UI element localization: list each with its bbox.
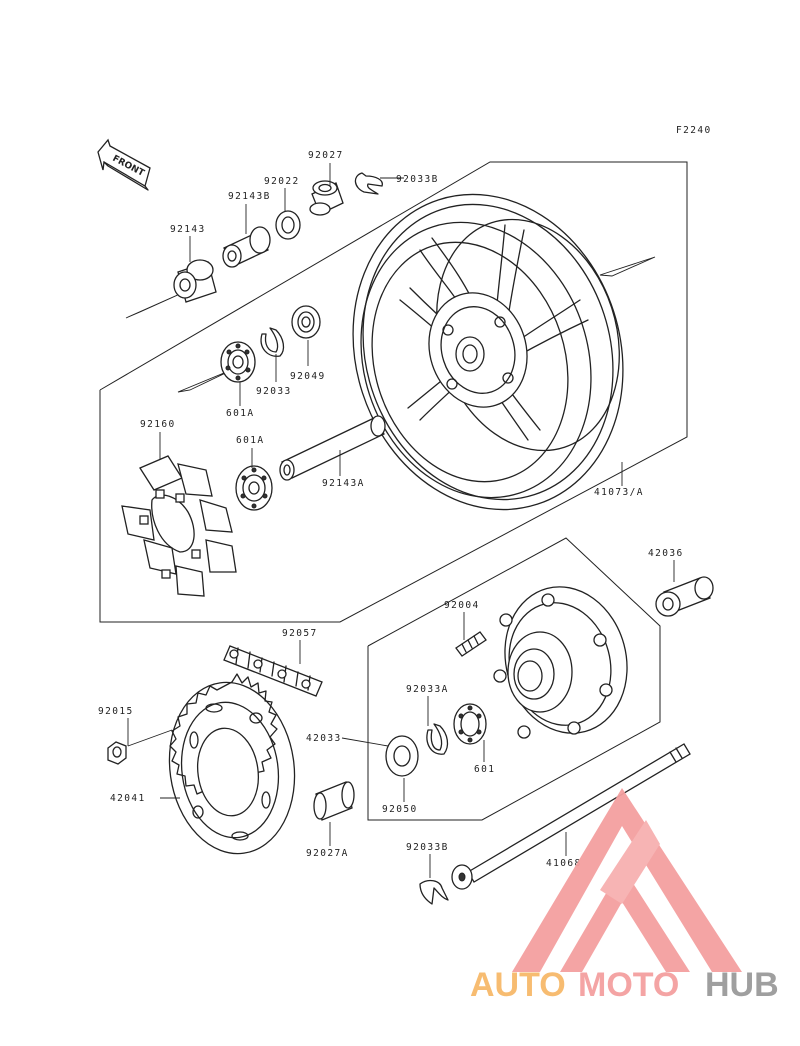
bearing-601a-upper: [220, 341, 256, 383]
part-label: 92143: [170, 224, 206, 235]
circlip-92033b-top: [354, 172, 383, 195]
stud-92004: [455, 631, 487, 657]
leader-lines: [127, 163, 675, 878]
sprocket-coupling-42033: [493, 586, 628, 739]
part-label: 92050: [382, 804, 418, 815]
part-label: 92004: [444, 600, 480, 611]
part-label: 601A: [226, 408, 254, 419]
triangle-logo-icon: [512, 788, 742, 972]
wheel-assembly-frame: [99, 161, 688, 623]
watermark-logo: AUTO MOTO HUB: [470, 788, 779, 1004]
bearing-601: [453, 703, 487, 745]
collar-92027: [309, 180, 344, 216]
part-label: 92033A: [406, 684, 449, 695]
part-label: 92160: [140, 419, 176, 430]
spacer-92143a: [279, 415, 386, 481]
figure-code: F2240: [676, 125, 712, 136]
watermark-text-auto: AUTO: [470, 966, 566, 1004]
part-label: 92033B: [396, 174, 439, 185]
rear-sprocket-42041: [168, 673, 296, 855]
part-label: 42033: [306, 733, 342, 744]
part-label: 92022: [264, 176, 300, 187]
circlip-92033b-bottom: [419, 879, 449, 905]
part-label: 92143A: [322, 478, 365, 489]
nut-92015: [107, 741, 127, 765]
rear-wheel-41073: [352, 193, 624, 511]
hub-damper-92160: [121, 455, 237, 597]
part-label: 41073/A: [594, 487, 644, 498]
drive-chain-92057: [223, 645, 323, 697]
rear-axle-41068: [451, 743, 691, 890]
watermark-text-moto: MOTO: [578, 966, 679, 1004]
part-number-labels: 92027 92033B 92022 92143B 92143 92049 92…: [98, 150, 684, 869]
part-label: 92027: [308, 150, 344, 161]
circlip-92033a: [426, 723, 449, 755]
part-label: 92033B: [406, 842, 449, 853]
part-label: 92049: [290, 371, 326, 382]
part-label: 601A: [236, 435, 264, 446]
part-label: 41068: [546, 858, 582, 869]
washer-92022: [275, 210, 301, 240]
bearing-601a-lower: [235, 465, 273, 511]
part-label: 92057: [282, 628, 318, 639]
part-label: 92027A: [306, 848, 349, 859]
part-label: 92033: [256, 386, 292, 397]
collar-92143: [173, 259, 217, 303]
front-arrow-icon: FRONT: [97, 138, 151, 191]
oil-seal-92050: [385, 735, 419, 777]
sprocket-hub-frame: [367, 537, 661, 821]
part-label: 601: [474, 764, 495, 775]
watermark-text-hub: HUB: [705, 966, 779, 1004]
collar-92027a: [313, 781, 355, 821]
collar-42036: [655, 576, 714, 617]
collar-92143b: [222, 226, 271, 268]
part-label: 92015: [98, 706, 134, 717]
oil-seal-92049: [291, 305, 321, 339]
circlip-92033: [260, 327, 285, 357]
part-label: 92143B: [228, 191, 271, 202]
part-label: 42036: [648, 548, 684, 559]
part-label: 42041: [110, 793, 146, 804]
axle-centerline: [125, 256, 656, 393]
